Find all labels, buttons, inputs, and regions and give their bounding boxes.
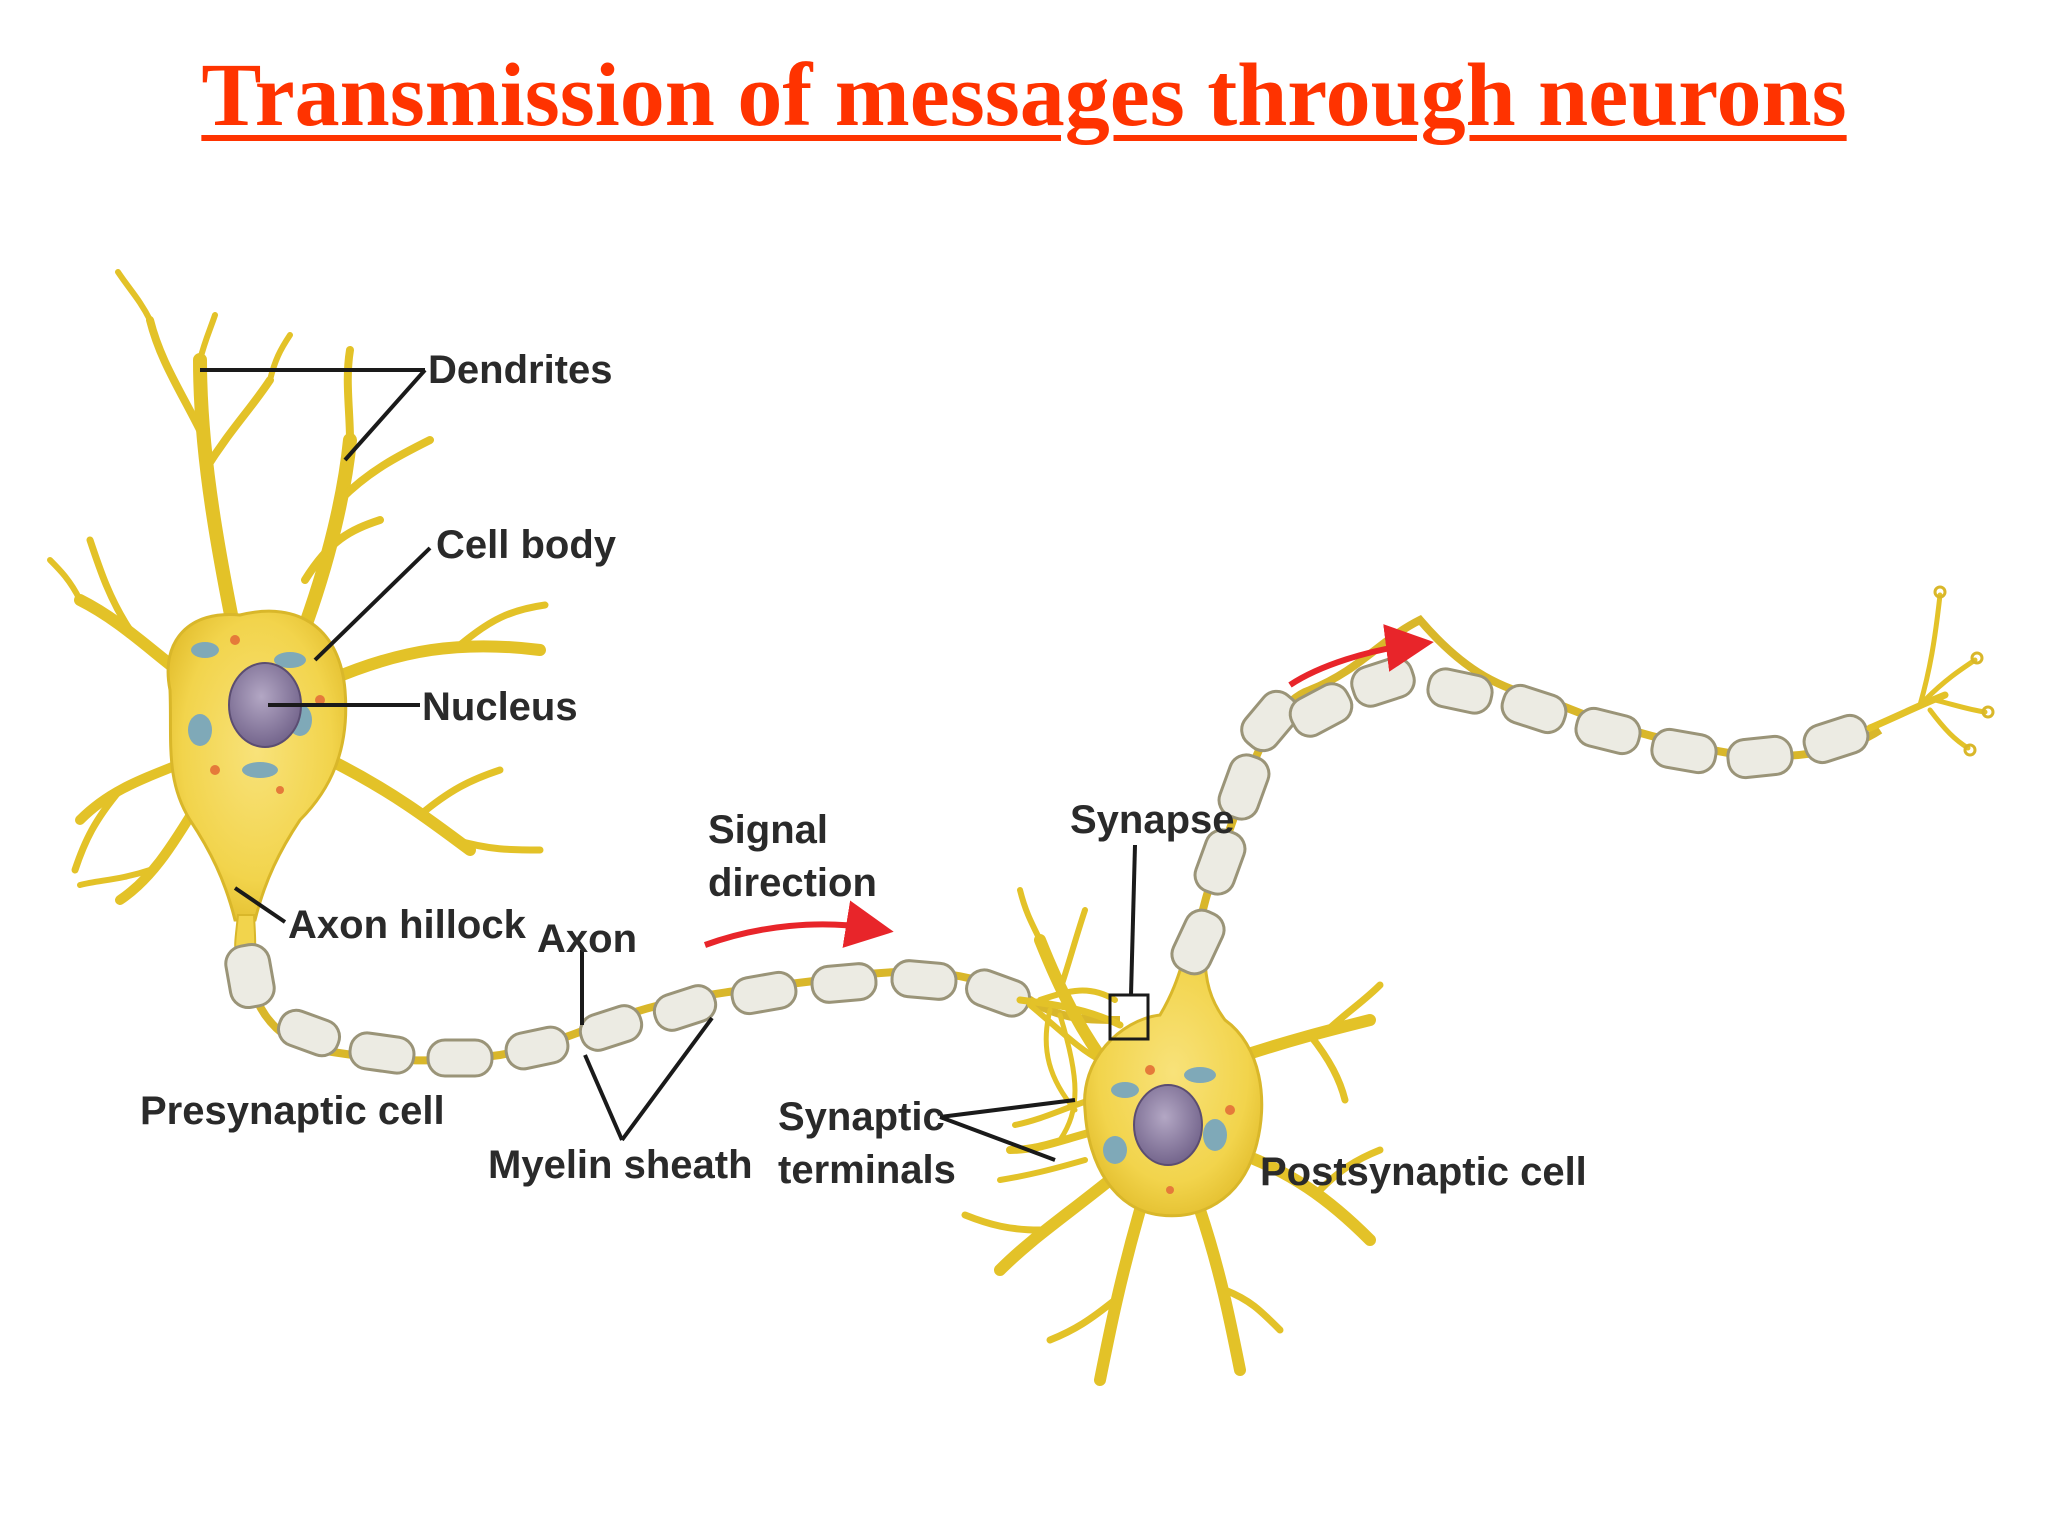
label-synaptic-line1: Synaptic <box>778 1095 945 1139</box>
postsynaptic-axon <box>1191 615 1883 956</box>
label-postsynaptic-cell: Postsynaptic cell <box>1260 1150 1587 1194</box>
signal-arrow-2 <box>1288 624 1434 688</box>
label-cell-body: Cell body <box>436 523 617 567</box>
label-presynaptic-cell: Presynaptic cell <box>140 1089 445 1133</box>
label-axon: Axon <box>537 917 637 961</box>
slide-title: Transmission of messages through neurons <box>201 46 1847 145</box>
label-myelin-sheath: Myelin sheath <box>488 1143 753 1187</box>
presynaptic-myelin <box>224 943 1031 1078</box>
presynaptic-dendrites <box>47 269 549 905</box>
label-signal-line1: Signal <box>708 808 828 852</box>
postsynaptic-organelles <box>1103 1065 1235 1194</box>
synapse-box <box>1108 993 1150 1041</box>
leader-lines <box>200 368 1137 1162</box>
presynaptic-organelles <box>188 635 325 794</box>
axon-terminal-branches <box>1866 585 1995 757</box>
label-axon-hillock: Axon hillock <box>288 903 527 947</box>
label-dendrites: Dendrites <box>428 348 613 392</box>
postsynaptic-myelin <box>1170 656 1870 976</box>
label-signal-line2: direction <box>708 861 877 905</box>
label-synaptic-line2: terminals <box>778 1148 956 1192</box>
label-nucleus: Nucleus <box>422 685 578 729</box>
postsynaptic-nucleus <box>1133 1084 1203 1166</box>
label-synapse: Synapse <box>1070 798 1235 842</box>
signal-arrow-1 <box>703 900 894 948</box>
